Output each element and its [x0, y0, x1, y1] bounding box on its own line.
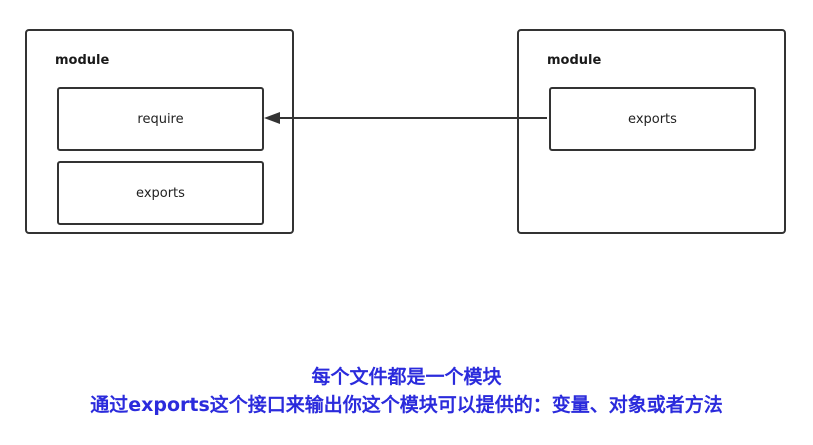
right-exports-label: exports: [628, 111, 677, 127]
caption-line-1: 每个文件都是一个模块: [311, 366, 502, 388]
right-module-title: module: [547, 53, 602, 68]
left-require-box: require: [57, 87, 264, 151]
right-module-box: module exports: [517, 29, 786, 234]
left-require-label: require: [137, 111, 184, 127]
caption-line-2: 通过exports这个接口来输出你这个模块可以提供的：变量、对象或者方法: [90, 394, 723, 416]
left-exports-label: exports: [136, 185, 185, 201]
left-module-box: module require exports: [25, 29, 294, 234]
left-module-title: module: [55, 53, 110, 68]
left-exports-box: exports: [57, 161, 264, 225]
right-exports-box: exports: [549, 87, 756, 151]
